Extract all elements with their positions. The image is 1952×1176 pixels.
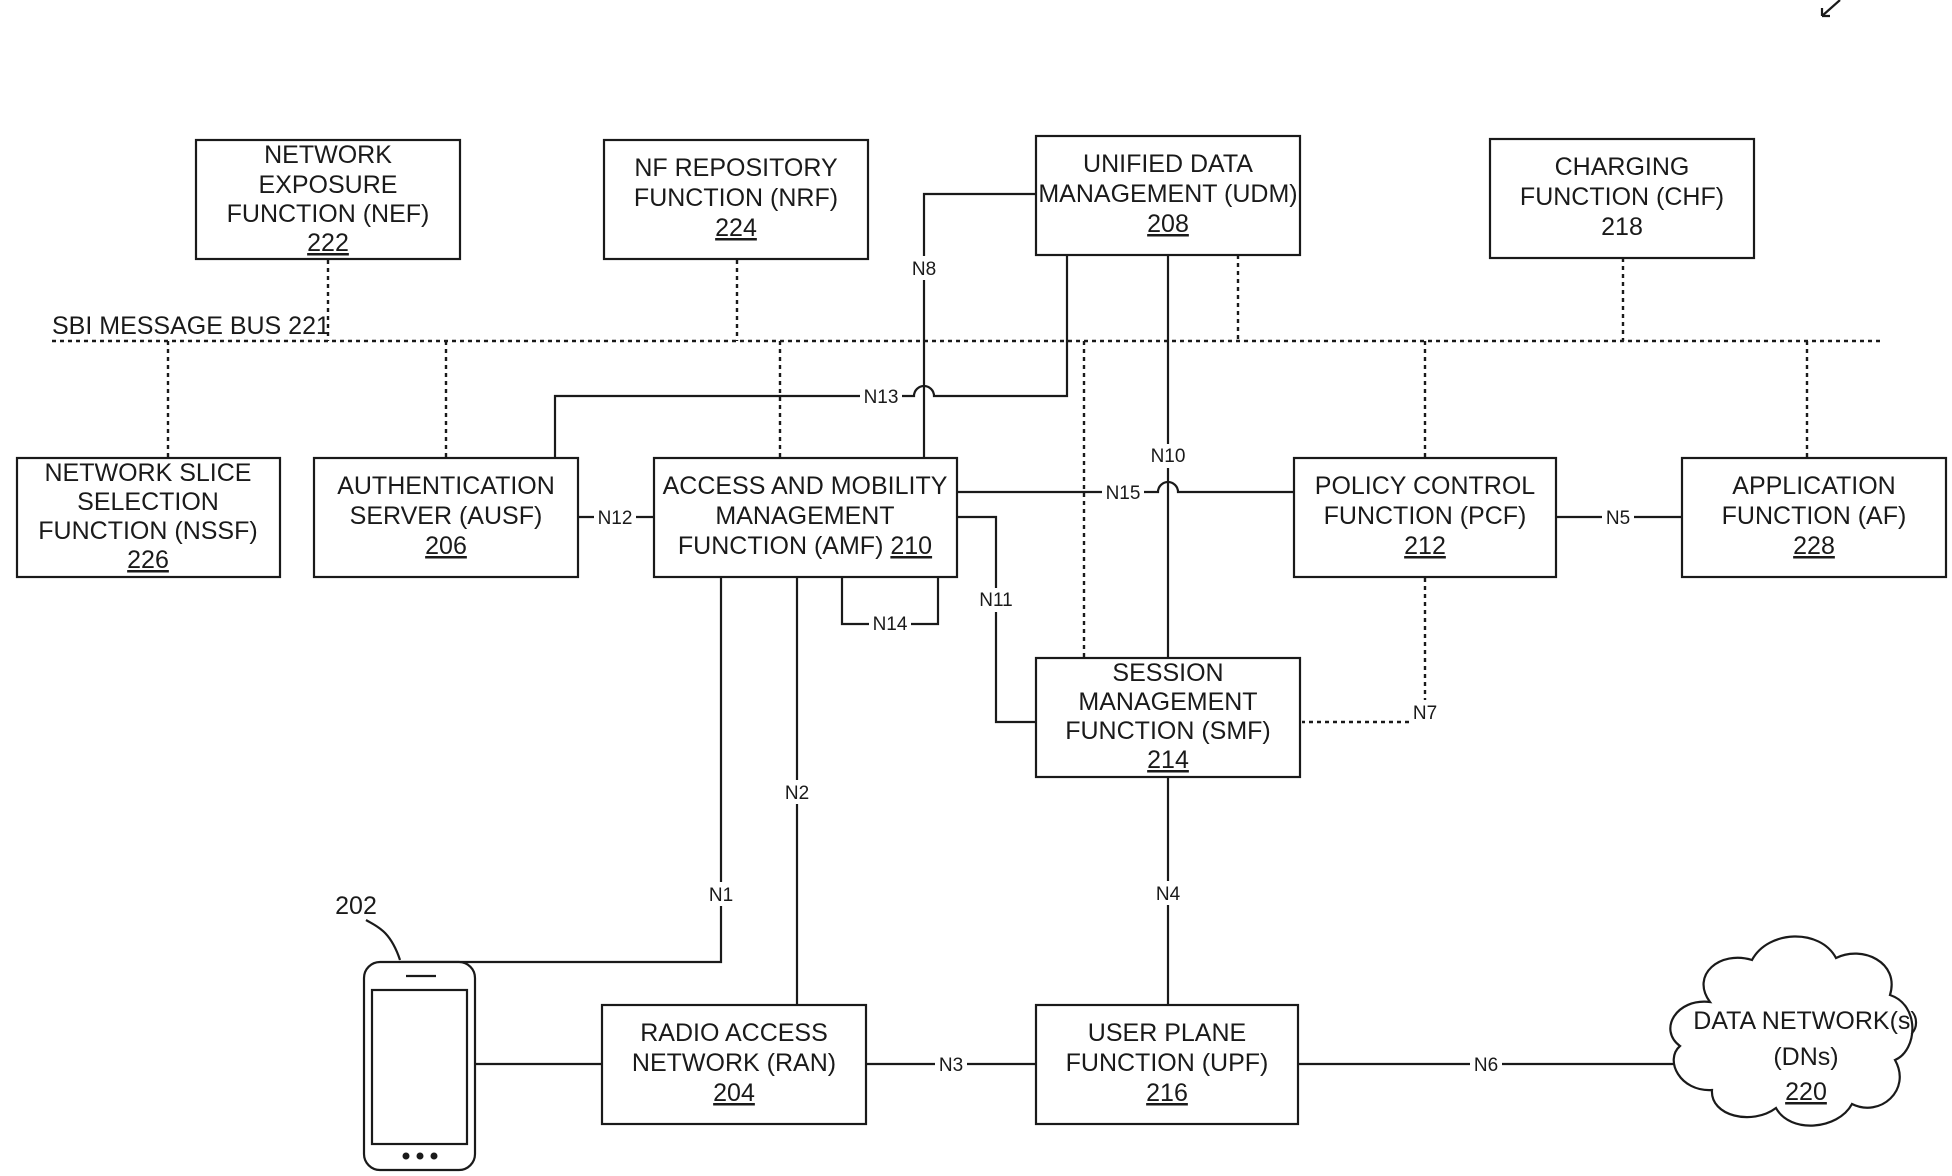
svg-text:AUTHENTICATION: AUTHENTICATION bbox=[337, 472, 555, 500]
svg-text:FUNCTION (UPF): FUNCTION (UPF) bbox=[1066, 1049, 1269, 1077]
label-n4: N4 bbox=[1156, 884, 1181, 905]
svg-text:POLICY CONTROL: POLICY CONTROL bbox=[1315, 472, 1536, 500]
udm-ref: 208 bbox=[1147, 210, 1189, 238]
svg-text:CHARGING: CHARGING bbox=[1555, 153, 1690, 181]
ausf-box: AUTHENTICATION SERVER (AUSF) 206 bbox=[314, 458, 578, 577]
ue-ref: 202 bbox=[335, 892, 377, 920]
ran-box: RADIO ACCESS NETWORK (RAN) 204 bbox=[602, 1005, 866, 1124]
label-n15: N15 bbox=[1106, 483, 1141, 504]
svg-text:FUNCTION (SMF): FUNCTION (SMF) bbox=[1065, 717, 1271, 745]
svg-text:NF REPOSITORY: NF REPOSITORY bbox=[634, 154, 838, 182]
svg-text:NETWORK SLICE: NETWORK SLICE bbox=[45, 459, 252, 487]
phone-icon bbox=[364, 962, 475, 1170]
svg-text:NETWORK: NETWORK bbox=[264, 141, 392, 169]
svg-text:SESSION: SESSION bbox=[1112, 659, 1223, 687]
amf-ref: 210 bbox=[890, 532, 932, 560]
arrow-icon bbox=[1822, 0, 1840, 16]
svg-text:UNIFIED DATA: UNIFIED DATA bbox=[1083, 150, 1253, 178]
label-n12: N12 bbox=[598, 508, 633, 529]
nrf-ref: 224 bbox=[715, 214, 757, 242]
nef-ref: 222 bbox=[307, 229, 349, 257]
svg-text:(DNs): (DNs) bbox=[1773, 1043, 1838, 1071]
pcf-ref: 212 bbox=[1404, 532, 1446, 560]
svg-text:FUNCTION (CHF): FUNCTION (CHF) bbox=[1520, 183, 1724, 211]
nef-box: NETWORK EXPOSURE FUNCTION (NEF) 222 bbox=[196, 140, 460, 259]
label-n2: N2 bbox=[785, 783, 809, 804]
svg-text:FUNCTION (AF): FUNCTION (AF) bbox=[1722, 502, 1907, 530]
label-n7: N7 bbox=[1413, 703, 1437, 724]
svg-text:FUNCTION (NEF): FUNCTION (NEF) bbox=[227, 200, 430, 228]
svg-text:NETWORK (RAN): NETWORK (RAN) bbox=[632, 1049, 836, 1077]
nssf-ref: 226 bbox=[127, 546, 169, 574]
chf-box: CHARGING FUNCTION (CHF) 218 bbox=[1490, 139, 1754, 258]
svg-text:ACCESS AND MOBILITY: ACCESS AND MOBILITY bbox=[663, 472, 948, 500]
svg-text:MANAGEMENT: MANAGEMENT bbox=[1078, 688, 1257, 716]
svg-text:FUNCTION (NSSF): FUNCTION (NSSF) bbox=[38, 517, 257, 545]
label-n10: N10 bbox=[1151, 446, 1186, 467]
svg-text:MANAGEMENT (UDM): MANAGEMENT (UDM) bbox=[1038, 180, 1297, 208]
af-ref: 228 bbox=[1793, 532, 1835, 560]
pcf-box: POLICY CONTROL FUNCTION (PCF) 212 bbox=[1294, 458, 1556, 577]
label-n3: N3 bbox=[939, 1055, 963, 1076]
interface-lines bbox=[400, 194, 1682, 1064]
label-n5: N5 bbox=[1606, 508, 1630, 529]
smf-ref: 214 bbox=[1147, 746, 1189, 774]
label-n8: N8 bbox=[912, 259, 936, 280]
upf-box: USER PLANE FUNCTION (UPF) 216 bbox=[1036, 1005, 1298, 1124]
svg-text:USER PLANE: USER PLANE bbox=[1088, 1019, 1246, 1047]
svg-text:EXPOSURE: EXPOSURE bbox=[259, 171, 398, 199]
svg-text:FUNCTION (NRF): FUNCTION (NRF) bbox=[634, 184, 838, 212]
label-n13: N13 bbox=[864, 387, 899, 408]
udm-box: UNIFIED DATA MANAGEMENT (UDM) 208 bbox=[1036, 136, 1300, 255]
ue-device: 202 bbox=[335, 892, 475, 1170]
label-n14: N14 bbox=[873, 614, 908, 635]
dn-ref: 220 bbox=[1785, 1078, 1827, 1106]
chf-ref: 218 bbox=[1601, 213, 1643, 241]
bus-label: SBI MESSAGE BUS 221 bbox=[52, 312, 330, 340]
ran-ref: 204 bbox=[713, 1079, 755, 1107]
svg-text:DATA NETWORK(s): DATA NETWORK(s) bbox=[1693, 1007, 1918, 1035]
ausf-ref: 206 bbox=[425, 532, 467, 560]
svg-text:SERVER (AUSF): SERVER (AUSF) bbox=[350, 502, 543, 530]
svg-text:MANAGEMENT: MANAGEMENT bbox=[715, 502, 894, 530]
nssf-box: NETWORK SLICE SELECTION FUNCTION (NSSF) … bbox=[17, 458, 280, 577]
svg-text:APPLICATION: APPLICATION bbox=[1732, 472, 1895, 500]
amf-box: ACCESS AND MOBILITY MANAGEMENT FUNCTION … bbox=[654, 458, 957, 577]
svg-text:FUNCTION (AMF) 210: FUNCTION (AMF) 210 bbox=[678, 532, 932, 560]
nrf-box: NF REPOSITORY FUNCTION (NRF) 224 bbox=[604, 140, 868, 259]
label-n11: N11 bbox=[979, 590, 1012, 611]
smf-box: SESSION MANAGEMENT FUNCTION (SMF) 214 bbox=[1036, 658, 1300, 777]
label-n6: N6 bbox=[1474, 1055, 1498, 1076]
af-box: APPLICATION FUNCTION (AF) 228 bbox=[1682, 458, 1946, 577]
label-n1: N1 bbox=[709, 885, 733, 906]
data-network-cloud: DATA NETWORK(s) (DNs) 220 bbox=[1670, 936, 1918, 1125]
svg-text:FUNCTION (PCF): FUNCTION (PCF) bbox=[1324, 502, 1527, 530]
svg-text:RADIO ACCESS: RADIO ACCESS bbox=[640, 1019, 828, 1047]
svg-text:SELECTION: SELECTION bbox=[77, 488, 219, 516]
upf-ref: 216 bbox=[1146, 1079, 1188, 1107]
